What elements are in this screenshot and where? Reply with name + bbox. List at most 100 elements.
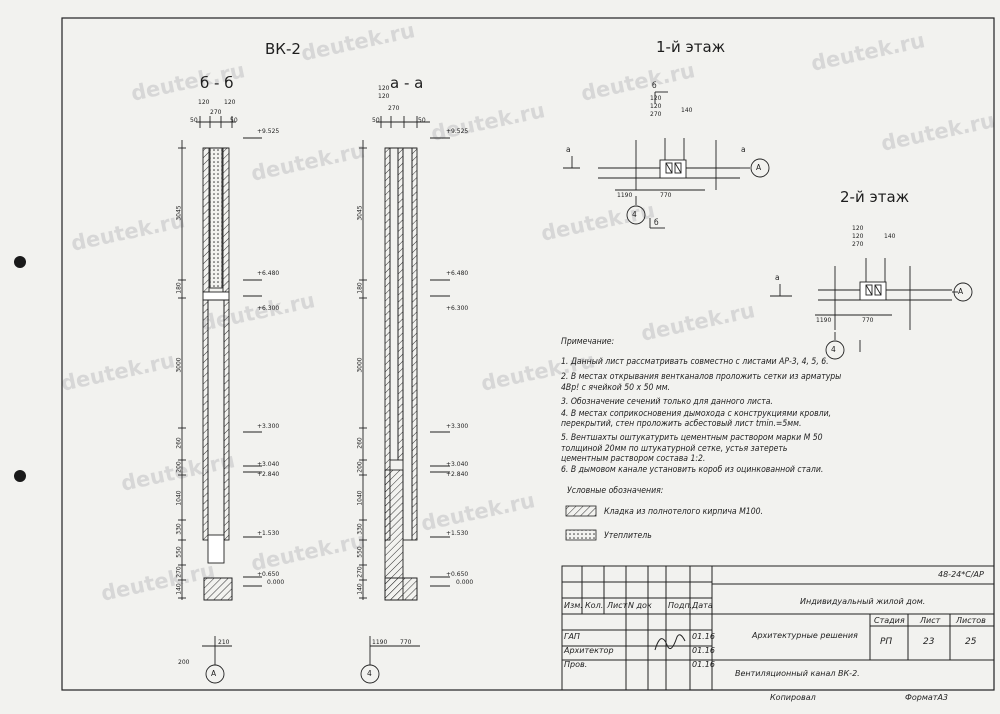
dim: 270 xyxy=(210,109,222,116)
dim: 1190 xyxy=(372,639,388,646)
dim: 120 xyxy=(650,95,662,102)
elevation: +6.300 xyxy=(257,305,280,312)
elevation: +2.840 xyxy=(446,471,469,478)
axis-4-label: 4 xyxy=(632,210,637,219)
tb-drawing-name: Вентиляционный канал ВК-2. xyxy=(735,669,860,678)
note-line: 6. В дымовом канале установить короб из … xyxy=(561,465,824,475)
elevation: +6.300 xyxy=(446,305,469,312)
axis-a-label: А xyxy=(756,163,762,172)
tb-format: ФорматА3 xyxy=(905,693,949,702)
elevation: +9.525 xyxy=(257,128,280,135)
note-line: 2. В местах открывания вентканалов проло… xyxy=(561,372,842,382)
tb-stage-header: Стадия xyxy=(874,616,905,625)
legend-title: Условные обозначения: xyxy=(567,486,664,496)
dim: 210 xyxy=(218,639,230,646)
dim: 50 xyxy=(230,117,238,124)
tb-role: Архитектор xyxy=(564,646,614,655)
note-line: 4. В местах соприкосновения дымохода с к… xyxy=(561,409,832,419)
plan-floor-2 xyxy=(770,258,973,360)
dim: 140 xyxy=(175,583,183,595)
elevation: +0.650 xyxy=(446,571,469,578)
elevation: +6.480 xyxy=(446,270,469,277)
section-a-a xyxy=(359,116,450,684)
elevation: +6.480 xyxy=(257,270,280,277)
dim: 50 xyxy=(372,117,380,124)
dim: 1190 xyxy=(617,192,633,199)
tb-date: 01.16 xyxy=(692,632,715,641)
signature xyxy=(654,634,686,651)
dim: 200 xyxy=(175,461,183,473)
title-block-lines xyxy=(561,565,995,691)
dim: 1040 xyxy=(356,490,364,506)
dim: 270 xyxy=(650,111,662,118)
dim: 770 xyxy=(400,639,412,646)
cut-label: б xyxy=(654,218,659,227)
note-line: 5. Вентшахты оштукатурить цементным раст… xyxy=(561,433,823,443)
cut-label: б xyxy=(652,81,657,90)
legend-brick: Кладка из полнотелого кирпича М100. xyxy=(604,507,763,517)
note-line: 3. Обозначение сечений только для данног… xyxy=(561,397,773,407)
title-floor-2: 2-й этаж xyxy=(840,188,910,206)
note-line: цементным раствором состава 1:2. xyxy=(561,454,706,464)
tb-stage: РП xyxy=(880,637,893,647)
tb-header: Кол. xyxy=(585,601,604,610)
axis-a-label: А xyxy=(958,287,964,296)
elevation: +2.840 xyxy=(257,471,280,478)
elevation: +3.040 xyxy=(257,461,280,468)
note-line: толщиной 20мм по штукатурной сетке, усть… xyxy=(561,444,788,454)
note-line: 1. Данный лист рассматривать совместно с… xyxy=(561,357,829,367)
title-section-b: б - б xyxy=(200,74,234,92)
dim: 260 xyxy=(356,437,364,449)
dim: 550 xyxy=(175,546,183,558)
tb-header: Подп. xyxy=(668,601,693,610)
binder-hole xyxy=(14,470,26,482)
tb-sheet-header: Лист xyxy=(920,616,941,625)
elevation: +3.300 xyxy=(257,423,280,430)
dim: 3000 xyxy=(356,357,364,373)
plan-floor-1 xyxy=(563,91,770,229)
title-vk2: ВК-2 xyxy=(265,40,301,58)
dim: 120 xyxy=(650,103,662,110)
dim: 140 xyxy=(356,583,364,595)
dim: 180 xyxy=(356,282,364,294)
tb-header: Изм. xyxy=(564,601,583,610)
note-line: 4Вр! с ячейкой 50 х 50 мм. xyxy=(561,383,670,393)
legend-insulation: Утеплитель xyxy=(604,531,652,541)
title-floor-1: 1-й этаж xyxy=(656,38,726,56)
tb-copied: Копировал xyxy=(770,693,816,702)
dim: 3045 xyxy=(175,205,183,221)
cut-label: а xyxy=(741,145,746,154)
dim: 120 xyxy=(378,85,390,92)
section-b-b xyxy=(178,116,262,684)
tb-sheets: 25 xyxy=(965,637,977,647)
tb-role: ГАП xyxy=(564,632,580,641)
dim: 140 xyxy=(884,233,896,240)
elevation: 0.000 xyxy=(456,579,474,586)
dim: 120 xyxy=(224,99,236,106)
tb-section: Архитектурные решения xyxy=(752,631,858,640)
notes-title: Примечание: xyxy=(561,337,615,347)
dim: 270 xyxy=(852,241,864,248)
dim: 3045 xyxy=(356,205,364,221)
elevation: +1.530 xyxy=(257,530,280,537)
cut-label: а xyxy=(566,145,571,154)
dim: 260 xyxy=(175,437,183,449)
project-code: 48-24*С/АР xyxy=(938,570,984,579)
dim: 120 xyxy=(852,225,864,232)
tb-header: N док xyxy=(628,601,652,610)
dim: 50 xyxy=(190,117,198,124)
binder-hole xyxy=(14,256,26,268)
legend-brick-swatch xyxy=(565,505,597,517)
dim: 770 xyxy=(862,317,874,324)
tb-role: Пров. xyxy=(564,660,588,669)
elevation: +9.525 xyxy=(446,128,469,135)
elevation: +3.040 xyxy=(446,461,469,468)
dim: 120 xyxy=(378,93,390,100)
tb-sheet: 23 xyxy=(923,637,935,647)
elevation: +3.300 xyxy=(446,423,469,430)
dim: 330 xyxy=(356,523,364,535)
dim: 270 xyxy=(175,566,183,578)
dim: 270 xyxy=(356,566,364,578)
dim: 770 xyxy=(660,192,672,199)
